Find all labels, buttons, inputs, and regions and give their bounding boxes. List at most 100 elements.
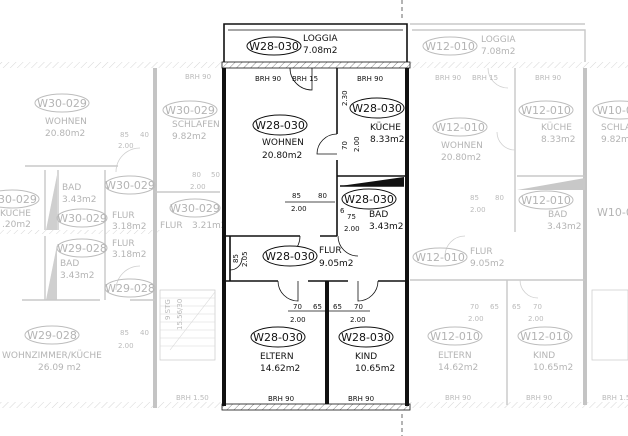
dimension: 70	[533, 303, 542, 311]
dimension: 40	[140, 131, 149, 139]
room-area: 10.65m2	[533, 363, 573, 373]
room-name: WOHNEN	[441, 141, 483, 151]
brh-label: BRH 1.50	[176, 394, 209, 402]
unit-id: W28-030	[352, 102, 402, 115]
dimension: 80	[318, 192, 327, 200]
unit-id: W29-028	[27, 329, 77, 342]
room-name-kind: KIND	[355, 352, 377, 362]
unit-id: W30-029	[170, 202, 220, 215]
unit-id: W12-010	[435, 121, 485, 134]
dimension: 85	[120, 131, 129, 139]
unit-id: W28-030	[341, 331, 391, 344]
dimension: 2.00	[190, 183, 206, 191]
room-area: 14.62m2	[438, 363, 478, 373]
room-area: 3.21m2	[192, 221, 227, 231]
dimension: 2.00	[118, 342, 134, 350]
dimension: 70	[293, 303, 302, 311]
unit-id: W12-010	[521, 104, 571, 117]
unit-w28-030: W28-030 LOGGIA 7.08m2 BRH 90 BRH 15 BRH …	[221, 23, 411, 411]
room-name-loggia: LOGGIA	[303, 34, 338, 44]
left-units: W30-029 WOHNEN 20.80m2 W30-029 SCHLAFEN …	[0, 62, 227, 408]
unit-id: W12-010	[425, 40, 475, 53]
brh-label: BRH 90	[268, 395, 294, 403]
brh-label: BRH 90	[535, 74, 561, 82]
dimension: 65	[313, 303, 322, 311]
dimension: 2.00	[528, 315, 544, 323]
dimension: 75	[347, 213, 356, 221]
dimension: 2.00	[468, 315, 484, 323]
room-name: FLUR	[160, 221, 183, 231]
room-area: 9.82m2	[601, 135, 628, 145]
unit-id: W10-0	[597, 104, 628, 117]
room-name: SCHLAF	[601, 123, 628, 133]
room-name: BAD	[548, 210, 567, 220]
dimension: 40	[140, 329, 149, 337]
room-area: 3.43m2	[60, 271, 95, 281]
unit-id: W30-029	[37, 97, 87, 110]
dimension: 85	[120, 329, 129, 337]
room-area: 20.80m2	[45, 129, 85, 139]
dimension: 2.00	[118, 142, 134, 150]
dimension: 65	[490, 303, 499, 311]
room-area: 20.80m2	[441, 153, 481, 163]
unit-id: W29-028	[57, 242, 107, 255]
room-name: BAD	[62, 183, 81, 193]
dimension: 2.00	[350, 316, 366, 324]
unit-id: W28-030	[265, 250, 315, 263]
room-name: KÜCHE	[0, 208, 31, 219]
room-area: 3.43m2	[547, 222, 582, 232]
dimension: 65	[333, 303, 342, 311]
unit-id: W12-010	[415, 251, 465, 264]
dimension: 80	[192, 171, 201, 179]
room-area: 9.05m2	[470, 259, 505, 269]
unit-id: W30-029	[57, 212, 107, 225]
room-area: 3.18m2	[112, 222, 147, 232]
unit-id: W12-010	[521, 194, 571, 207]
room-name-bad: BAD	[369, 210, 388, 220]
right-units: W12-010 LOGGIA 7.08m2 BRH 90 BRH 15 BRH …	[410, 23, 628, 408]
dimension: 70	[470, 303, 479, 311]
room-name: FLUR	[112, 211, 135, 221]
unit-id: W12-010	[430, 330, 480, 343]
room-area: 3.43m2	[62, 195, 97, 205]
dimension: 50	[211, 171, 220, 179]
dimension: 70	[354, 303, 363, 311]
room-area-wohnen: 20.80m2	[262, 151, 302, 161]
brh-label: BRH 90	[348, 395, 374, 403]
dimension: 2.00	[291, 205, 307, 213]
dimension: 6	[340, 207, 345, 215]
unit-id: W30-029	[165, 104, 215, 117]
brh-label: BRH 15	[292, 75, 318, 83]
room-name: KIND	[533, 351, 555, 361]
room-area-bad: 3.43m2	[369, 222, 404, 232]
room-name-eltern: ELTERN	[260, 352, 294, 362]
room-name: LOGGIA	[481, 35, 516, 45]
room-name-wohnen: WOHNEN	[262, 138, 304, 148]
room-area: 9.82m2	[172, 132, 207, 142]
room-area: 8.33m2	[541, 135, 576, 145]
dimension: 2.00	[470, 206, 486, 214]
dimension: 2.00	[290, 316, 306, 324]
brh-label: BRH 90	[357, 75, 383, 83]
dimension: 2.00	[353, 136, 361, 152]
dimension: 85	[292, 192, 301, 200]
dimension: 85	[232, 254, 240, 263]
unit-id: W30-029	[0, 193, 37, 206]
unit-id: W10-0	[597, 206, 628, 219]
room-name: KÜCHE	[541, 122, 572, 133]
unit-id: W28-030	[253, 331, 303, 344]
dimension: 80	[495, 194, 504, 202]
room-area: 3.18m2	[112, 250, 147, 260]
dimension: 65	[512, 303, 521, 311]
room-name-flur: FLUR	[319, 246, 342, 256]
room-area-eltern: 14.62m2	[260, 364, 300, 374]
room-name: SCHLAFEN	[172, 120, 220, 130]
dimension: 2.00	[344, 225, 360, 233]
brh-label: BRH 90	[255, 75, 281, 83]
room-area-kueche: 8.33m2	[370, 135, 405, 145]
unit-id: W28-030	[255, 119, 305, 132]
room-area-flur: 9.05m2	[319, 259, 354, 269]
room-area-kind: 10.65m2	[355, 364, 395, 374]
brh-label: BRH 15	[472, 74, 498, 82]
